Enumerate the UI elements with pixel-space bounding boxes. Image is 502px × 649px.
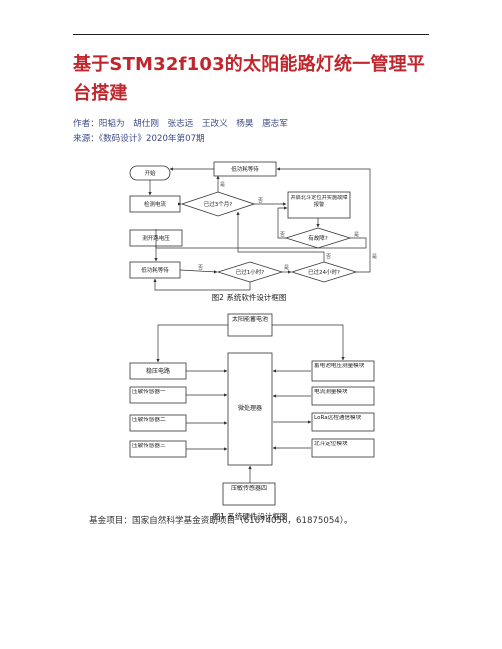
pressure-sensor-three-label: 压敏传感器三 [132, 443, 166, 449]
lora-label: LoRa远程通信模块 [314, 415, 362, 421]
lora-block [311, 412, 375, 432]
sensor-four-label-box: 压敏传感器四 [230, 485, 267, 492]
pressure-sensor-two-label: 压敏传感器二 [132, 417, 166, 423]
beidou-module-label-box: 北斗定位模块 [314, 441, 348, 447]
solar-battery-label: 太阳能蓄电池 [231, 316, 268, 323]
beidou-label: 并启北斗定位并实施故障报警 [290, 195, 348, 208]
edge-label-fault-no: 否 [280, 232, 285, 238]
sensor-two-label-box: 压敏传感器二 [132, 417, 166, 423]
microprocessor-block [227, 352, 273, 466]
source-line: 来源：《数码设计》2020年第07期 [73, 134, 205, 144]
edge-label-three-months-yes: 是 [220, 182, 225, 188]
current-measure-label-box: 电流测量模块 [314, 389, 348, 395]
sensor-three-label-box: 压敏传感器三 [132, 443, 166, 449]
lora-label-box: LoRa远程通信模块 [314, 415, 362, 421]
edge-label-three-months-no: 否 [258, 198, 263, 204]
software-figure-caption: 图2 系统软件设计框图 [212, 292, 287, 302]
start-label: 开始 [144, 169, 156, 177]
beidou-alarm-node [287, 191, 351, 219]
twentyfour-label: 已过24小时? [308, 268, 340, 276]
edge-label-one-hour-no: 否 [198, 265, 203, 271]
beidou-label-box: 并启北斗定位并实施故障报警 [290, 195, 348, 208]
edge-label-twentyfour-no: 否 [326, 254, 331, 260]
current-measure-block [311, 386, 375, 406]
pressure-sensor-four-block [222, 482, 276, 506]
beidou-module-label: 北斗定位模块 [314, 441, 348, 447]
header-rule [73, 34, 429, 35]
low-power-wait-top-label: 低功耗等待 [231, 165, 259, 173]
edge-label-twentyfour-yes: 是 [372, 254, 377, 260]
funding-note: 基金项目：国家自然科学基金资助项目（61674056，61875054）。 [89, 516, 353, 526]
battery-voltage-label-box: 蓄电池电压测量模块 [314, 363, 365, 369]
pressure-sensor-four-label: 压敏传感器四 [230, 485, 267, 492]
edge-label-fault-yes: 是 [354, 232, 359, 238]
detect-current-label: 检测电流 [144, 200, 167, 208]
one-hour-label: 已过1小时? [236, 268, 264, 276]
sensor-one-label-box: 压敏传感器一 [132, 389, 166, 395]
edge-label-one-hour-yes: 是 [284, 265, 289, 271]
hardware-figure-caption: 图1 系统硬件设计框图 [213, 511, 288, 521]
measure-voltage-label: 测开路电压 [142, 234, 170, 242]
software-flowchart: 开始 低功耗等待 检测电流 已过3个月? 测开路电压 低功耗等待 有故障? 已过… [118, 158, 380, 303]
pressure-sensor-one-label: 压敏传感器一 [132, 389, 166, 395]
low-power-wait-bottom-label: 低功耗等待 [141, 266, 169, 274]
software-flowchart-svg: 开始 低功耗等待 检测电流 已过3个月? 测开路电压 低功耗等待 有故障? 已过… [129, 161, 377, 302]
hardware-diagram: 微处理器 稳压电路 太阳能蓄电池 压敏传感器四 压敏传感器一 压敏传感器二 压敏… [120, 309, 382, 525]
microprocessor-label: 微处理器 [238, 404, 262, 412]
hardware-diagram-svg: 微处理器 稳压电路 太阳能蓄电池 压敏传感器四 压敏传感器一 压敏传感器二 压敏… [129, 313, 375, 521]
article-title: 基于STM32f103的太阳能路灯统一管理平台搭建 [73, 54, 426, 104]
fault-label: 有故障? [308, 234, 328, 242]
twentyfour-decision [290, 261, 358, 283]
three-months-decision [180, 191, 256, 217]
battery-voltage-block [311, 360, 375, 382]
regulator-label: 稳压电路 [146, 367, 170, 375]
three-months-label: 已过3个月? [204, 200, 232, 208]
author-line: 作者：阳韬为 胡仕刚 张志远 王改义 杨昊 唐志军 [73, 119, 288, 129]
battery-voltage-label: 蓄电池电压测量模块 [314, 363, 365, 369]
current-measure-label: 电流测量模块 [314, 389, 348, 395]
beidou-block [311, 438, 375, 458]
solar-label-box: 太阳能蓄电池 [231, 316, 268, 323]
